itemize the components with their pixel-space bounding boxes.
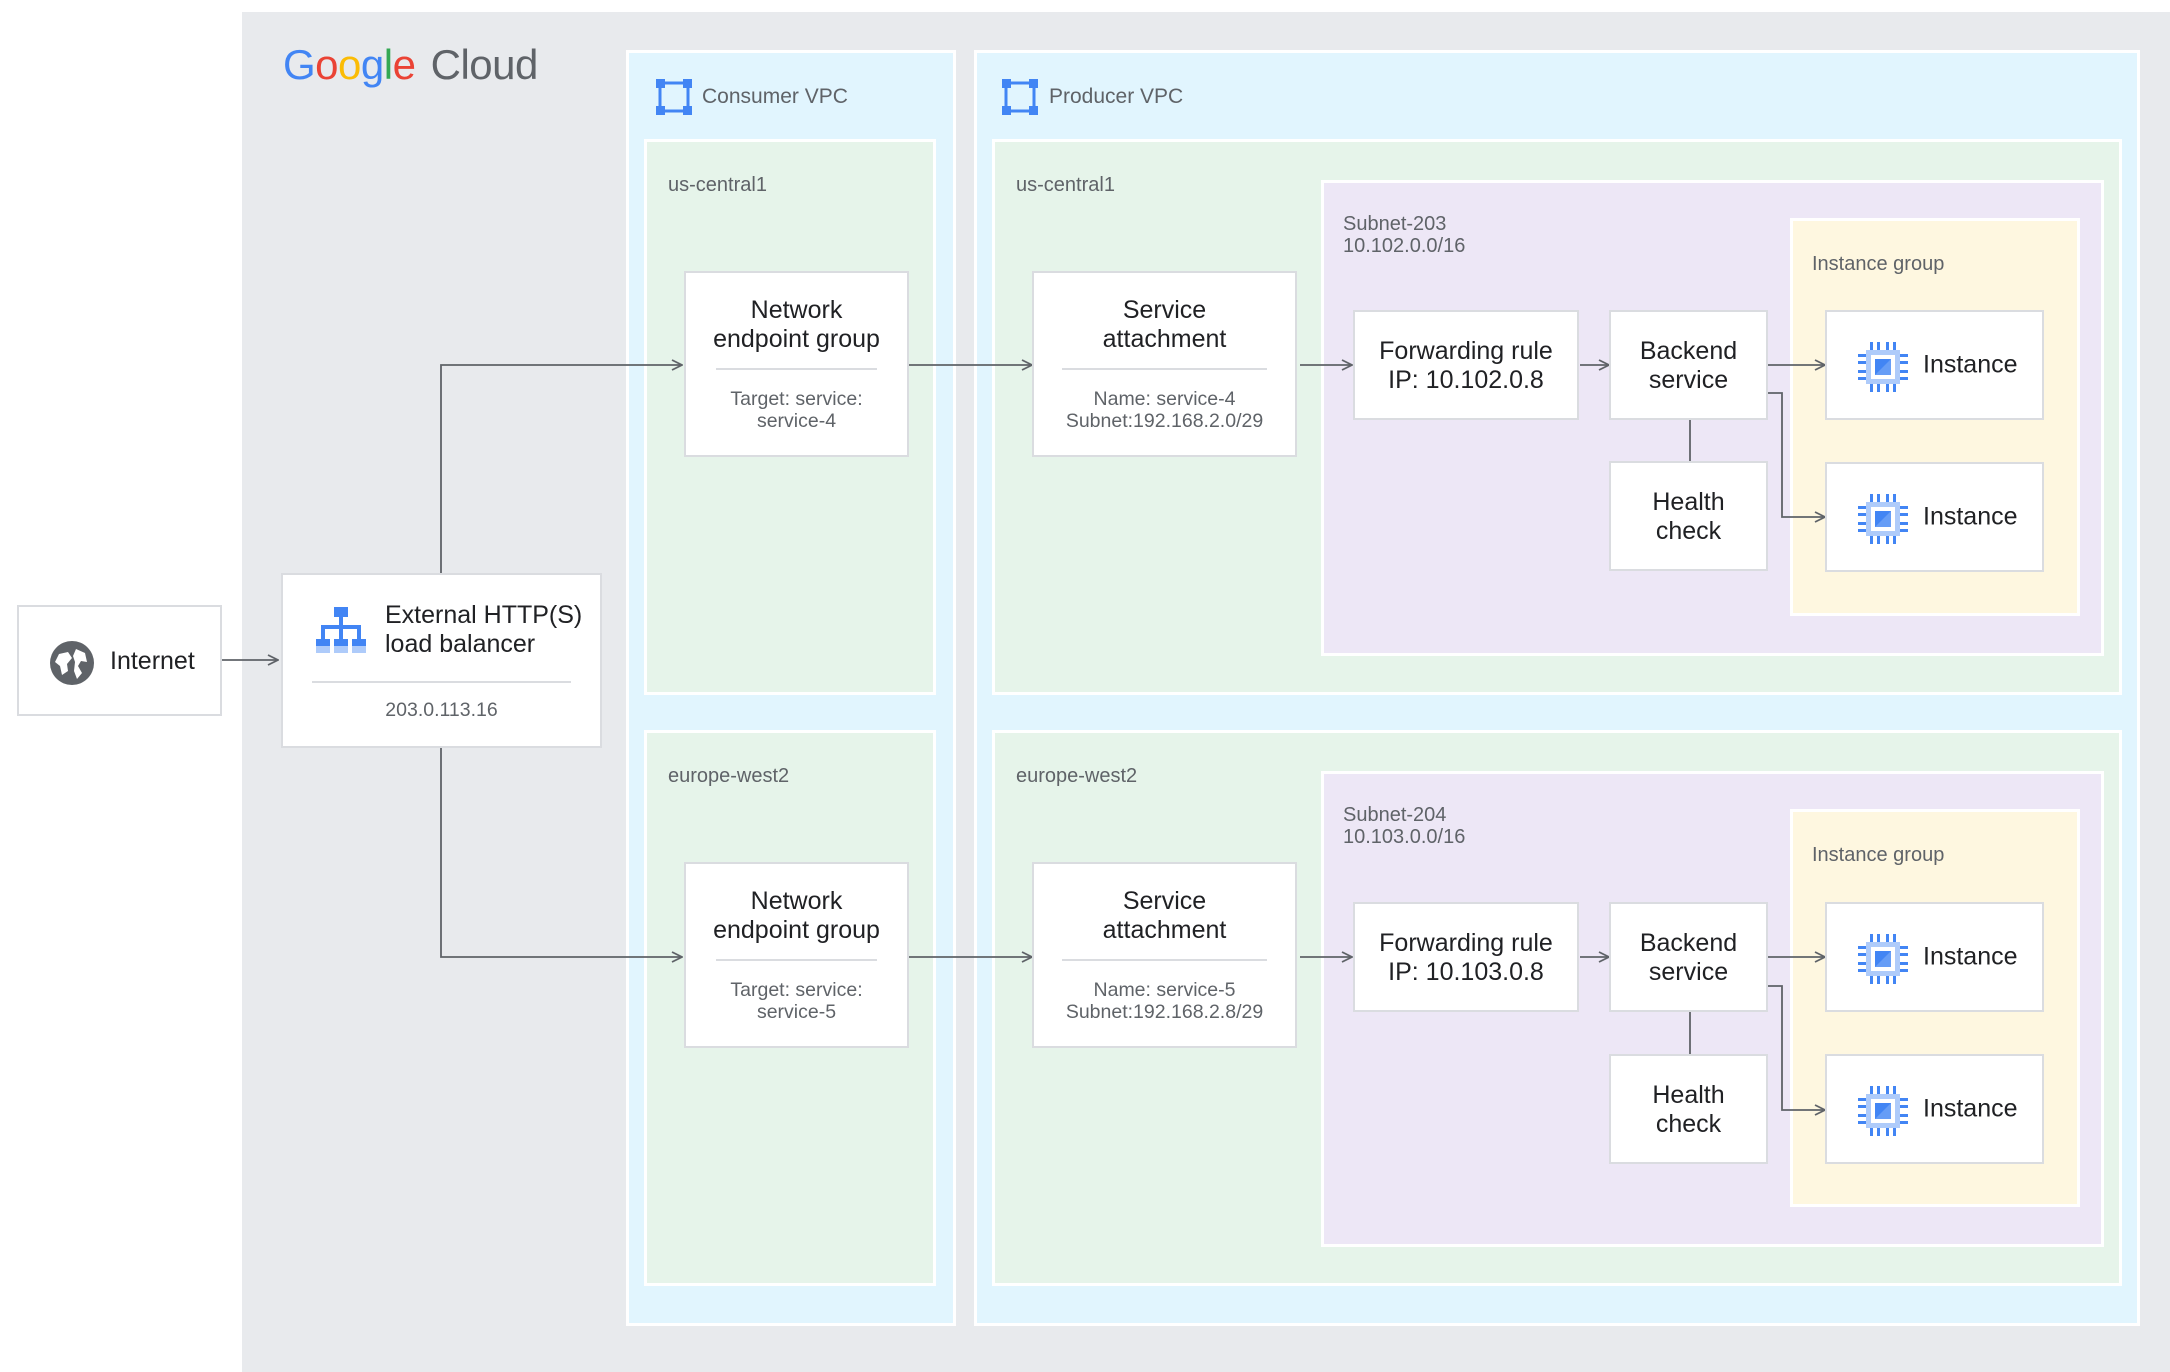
- subnet-name: Subnet-203: [1343, 213, 1447, 235]
- attachment-title-line1: Service: [1122, 296, 1207, 324]
- divider: [716, 368, 877, 370]
- divider: [312, 681, 571, 683]
- instance: Instance: [1825, 1054, 2044, 1164]
- neg-us-central1: Network endpoint group Target: service: …: [684, 271, 909, 457]
- region-label: us-central1: [1016, 174, 1115, 196]
- attachment-subnet: Subnet:192.168.2.8/29: [1065, 1001, 1264, 1023]
- attachment-name: Name: service-4: [1093, 388, 1236, 410]
- google-cloud-logo: Google Cloud: [283, 41, 538, 88]
- region-label: europe-west2: [1016, 765, 1138, 787]
- backend-line1: Backend: [1639, 337, 1738, 365]
- instance-label: Instance: [1923, 350, 2018, 379]
- instance-group-label: Instance group: [1812, 253, 1945, 275]
- external-load-balancer: External HTTP(S) load balancer 203.0.113…: [281, 573, 602, 748]
- instance-group-label: Instance group: [1812, 844, 1945, 866]
- load-balancer-icon: [315, 605, 367, 657]
- neg-target-line1: Target: service:: [730, 388, 863, 410]
- divider: [716, 959, 877, 961]
- divider: [1062, 959, 1267, 961]
- neg-title-line1: Network: [750, 296, 843, 324]
- instance-label: Instance: [1923, 502, 2018, 531]
- instance: Instance: [1825, 462, 2044, 572]
- health-check-1: Health check: [1609, 461, 1768, 571]
- lb-title-line2: load balancer: [385, 630, 536, 658]
- compute-instance-icon: [1857, 933, 1909, 985]
- divider: [1062, 368, 1267, 370]
- region-label: us-central1: [668, 174, 767, 196]
- neg-target-line2: service-4: [756, 410, 837, 432]
- neg-title-line1: Network: [750, 887, 843, 915]
- producer-vpc-label: Producer VPC: [1049, 85, 1184, 108]
- compute-instance-icon: [1857, 1085, 1909, 1137]
- compute-instance-icon: [1857, 493, 1909, 545]
- subnet-cidr: 10.103.0.0/16: [1343, 826, 1466, 848]
- backend-service-2: Backend service: [1609, 902, 1768, 1012]
- neg-target-line2: service-5: [756, 1001, 837, 1023]
- globe-icon: [49, 640, 95, 686]
- subnet-cidr: 10.102.0.0/16: [1343, 235, 1466, 257]
- forwarding-rule-1: Forwarding rule IP: 10.102.0.8: [1353, 310, 1579, 420]
- health-check-2: Health check: [1609, 1054, 1768, 1164]
- instance-label: Instance: [1923, 1094, 2018, 1123]
- backend-line1: Backend: [1639, 929, 1738, 957]
- service-attachment-us-central1: Service attachment Name: service-4 Subne…: [1032, 271, 1297, 457]
- health-line2: check: [1655, 1110, 1722, 1138]
- lb-title-line1: External HTTP(S): [385, 601, 583, 629]
- forwarding-rule-line2: IP: 10.103.0.8: [1388, 958, 1544, 986]
- region-label: europe-west2: [668, 765, 790, 787]
- attachment-title-line2: attachment: [1102, 916, 1227, 944]
- forwarding-rule-line1: Forwarding rule: [1379, 929, 1553, 957]
- attachment-title-line1: Service: [1122, 887, 1207, 915]
- internet-label: Internet: [110, 647, 195, 675]
- internet-node: Internet: [17, 605, 222, 716]
- attachment-subnet: Subnet:192.168.2.0/29: [1065, 410, 1264, 432]
- subnet-name: Subnet-204: [1343, 804, 1447, 826]
- vpc-icon: [654, 77, 694, 117]
- forwarding-rule-2: Forwarding rule IP: 10.103.0.8: [1353, 902, 1579, 1012]
- attachment-name: Name: service-5: [1093, 979, 1236, 1001]
- health-line1: Health: [1652, 488, 1725, 516]
- backend-line2: service: [1648, 958, 1729, 986]
- consumer-vpc-label: Consumer VPC: [702, 85, 848, 108]
- backend-service-1: Backend service: [1609, 310, 1768, 420]
- compute-instance-icon: [1857, 341, 1909, 393]
- service-attachment-europe-west2: Service attachment Name: service-5 Subne…: [1032, 862, 1297, 1048]
- neg-target-line1: Target: service:: [730, 979, 863, 1001]
- forwarding-rule-line2: IP: 10.102.0.8: [1388, 366, 1544, 394]
- lb-ip: 203.0.113.16: [385, 699, 498, 721]
- neg-title-line2: endpoint group: [713, 916, 880, 944]
- backend-line2: service: [1648, 366, 1729, 394]
- vpc-icon: [1000, 77, 1040, 117]
- forwarding-rule-line1: Forwarding rule: [1379, 337, 1553, 365]
- neg-title-line2: endpoint group: [713, 325, 880, 353]
- health-line1: Health: [1652, 1081, 1725, 1109]
- attachment-title-line2: attachment: [1102, 325, 1227, 353]
- instance-label: Instance: [1923, 942, 2018, 971]
- instance: Instance: [1825, 310, 2044, 420]
- neg-europe-west2: Network endpoint group Target: service: …: [684, 862, 909, 1048]
- instance: Instance: [1825, 902, 2044, 1012]
- health-line2: check: [1655, 517, 1722, 545]
